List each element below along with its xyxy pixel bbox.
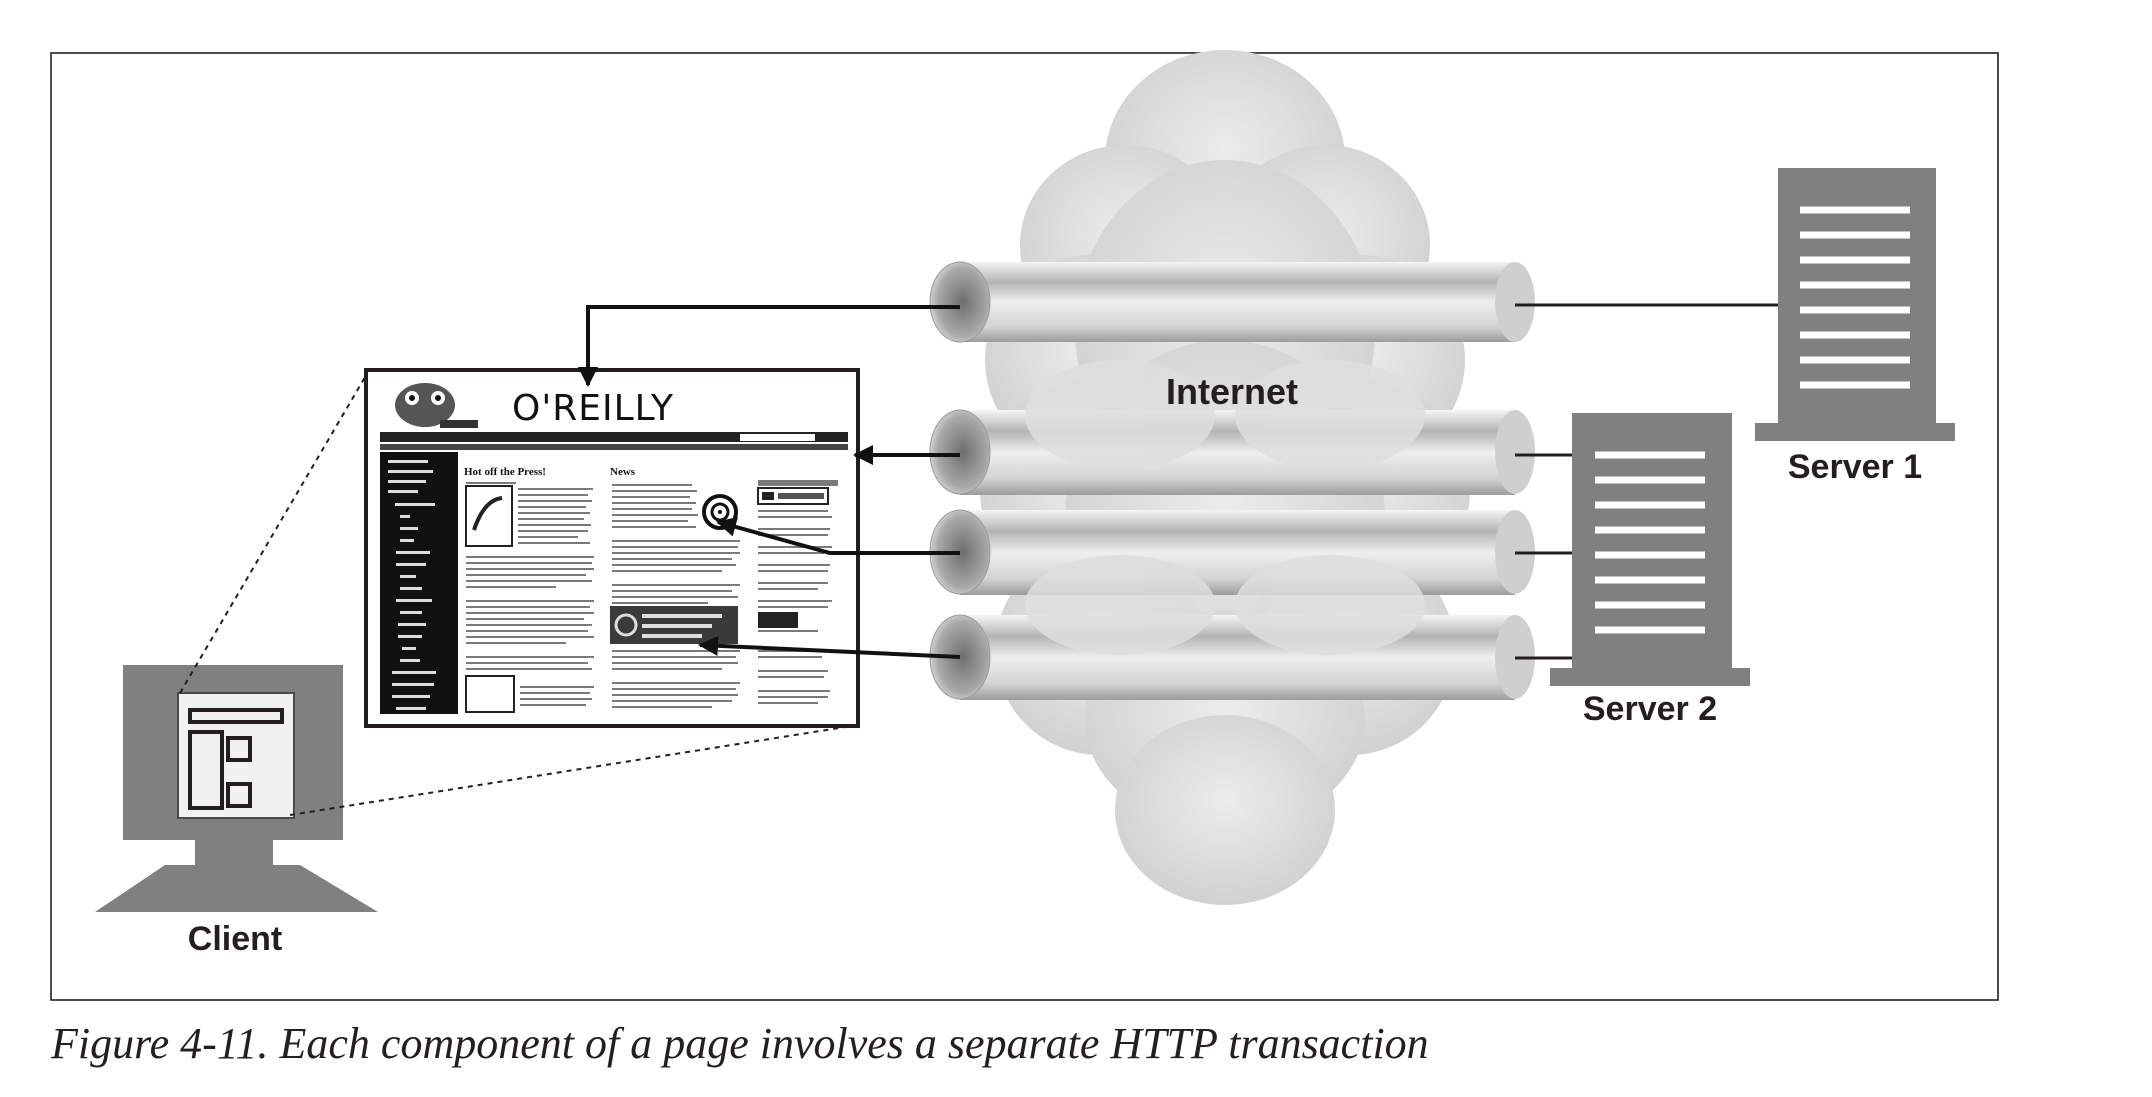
arrow-page [578, 305, 960, 387]
arrow-conference [698, 635, 961, 659]
book-cover-image-2 [465, 675, 515, 713]
pipe-2 [929, 409, 1535, 495]
webpage-screenshot: O'REILLY [364, 368, 860, 728]
network-pipes [929, 261, 1535, 700]
server-2-icon [1550, 413, 1750, 686]
sidebar-text-lines [388, 460, 436, 710]
book-cover-image [465, 485, 513, 547]
client-label: Client [188, 920, 282, 958]
xml-logo [758, 612, 798, 628]
pipe-4 [929, 614, 1535, 700]
server-2-label: Server 2 [1583, 690, 1717, 728]
news-heading: News [610, 466, 636, 478]
http-arrows [578, 305, 961, 659]
server-connectors [1515, 303, 1778, 660]
client-computer-icon [95, 665, 378, 912]
arrow-swirl [716, 517, 960, 555]
oreilly-logo-text: O'REILLY [512, 388, 674, 429]
server-2-slots [1595, 451, 1705, 634]
figure-caption: Figure 4-11. Each component of a page in… [50, 1019, 1429, 1068]
zoom-lines [179, 371, 859, 816]
server-1-slots [1800, 206, 1910, 389]
internet-label: Internet [1166, 371, 1298, 412]
server-1-label: Server 1 [1788, 448, 1922, 486]
body-text-lines [466, 480, 838, 708]
cloud-front-lobes [1025, 360, 1425, 655]
server-1-icon [1755, 168, 1955, 441]
pipe-3 [929, 509, 1535, 595]
owl-logo-icon [395, 383, 455, 427]
pipe-1 [929, 261, 1535, 343]
hot-off-press-heading: Hot off the Press! [464, 466, 546, 478]
